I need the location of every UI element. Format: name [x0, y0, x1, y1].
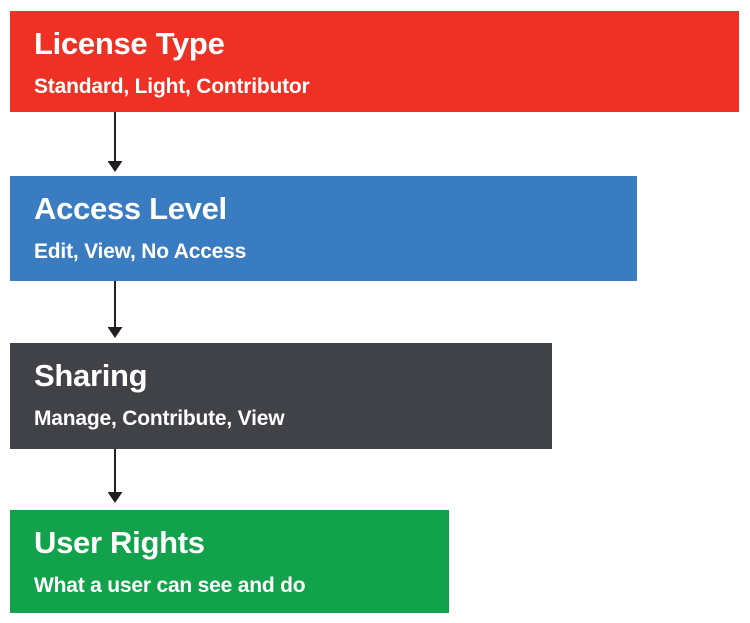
- arrow-head-icon: [107, 161, 123, 172]
- down-arrow: [107, 112, 123, 172]
- step-license-type: License Type Standard, Light, Contributo…: [10, 11, 739, 112]
- arrow-head-icon: [107, 327, 123, 338]
- step-title: User Rights: [34, 525, 205, 560]
- step-subtitle: What a user can see and do: [34, 574, 306, 597]
- arrow-line: [114, 449, 116, 492]
- step-title: License Type: [34, 26, 225, 61]
- step-subtitle: Standard, Light, Contributor: [34, 75, 310, 98]
- arrow-head-icon: [107, 492, 123, 503]
- arrow-line: [114, 281, 116, 327]
- down-arrow: [107, 281, 123, 338]
- step-title: Access Level: [34, 191, 227, 226]
- step-subtitle: Edit, View, No Access: [34, 240, 247, 263]
- arrow-line: [114, 112, 116, 161]
- step-subtitle: Manage, Contribute, View: [34, 407, 285, 430]
- step-sharing: Sharing Manage, Contribute, View: [10, 343, 552, 449]
- down-arrow: [107, 449, 123, 503]
- step-user-rights: User Rights What a user can see and do: [10, 510, 449, 613]
- step-access-level: Access Level Edit, View, No Access: [10, 176, 637, 281]
- step-title: Sharing: [34, 358, 148, 393]
